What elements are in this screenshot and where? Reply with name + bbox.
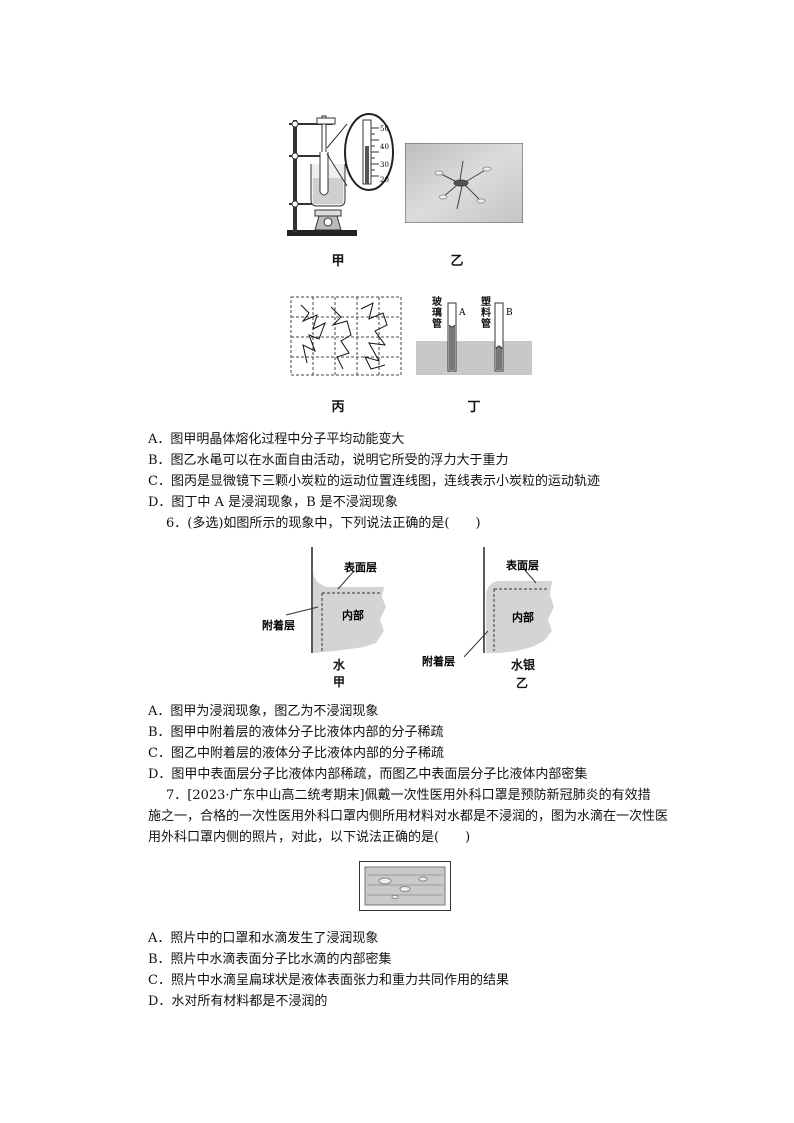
q5-option-c: C．图丙是显微镜下三颗小炭粒的运动位置连线图，连线表示小炭粒的运动轨迹 (148, 474, 600, 489)
q6-right-surface-label: 表面层 (505, 558, 539, 572)
q6-stem: 6．(多选)如图所示的现象中，下列说法正确的是( ) (166, 516, 481, 531)
q6-right-inner-label: 内部 (512, 610, 534, 624)
q5-option-a: A．图甲明晶体熔化过程中分子平均动能变大 (148, 432, 405, 447)
q6-left-surface-label: 表面层 (343, 560, 377, 574)
q7-stem-line1: 7．[2023·广东中山高二统考期末]佩戴一次性医用外科口罩是预防新冠肺炎的有效… (166, 788, 651, 803)
caption-ding: 丁 (467, 400, 481, 415)
q6-figure-water: 表面层 内部 附着层 (262, 547, 386, 653)
q6-option-c: C．图乙中附着层的液体分子比液体内部的分子稀疏 (148, 746, 444, 761)
q5-option-d: D．图丁中 A 是浸润现象，B 是不浸润现象 (148, 495, 398, 510)
q7-option-a: A．照片中的口罩和水滴发生了浸润现象 (148, 931, 379, 946)
q7-stem-line3: 用外科口罩内侧的照片，对此，以下说法正确的是( ) (148, 830, 471, 845)
tube-b-label: 塑料管 (481, 297, 491, 330)
q6-right-adhesion-label: 附着层 (422, 654, 455, 668)
q6-left-adhesion-label: 附着层 (262, 618, 295, 632)
thermo-tick-20: 20 (380, 176, 389, 184)
thermo-tick-50: 50 (380, 125, 389, 133)
caption-jia: 甲 (331, 254, 345, 269)
thermo-tick-30: 30 (380, 161, 389, 169)
q7-stem-line2: 施之一，合格的一次性医用外科口罩内侧所用材料对水都是不浸润的，图为水滴在一次性医 (148, 809, 669, 824)
q6-right-liquid: 水银 (511, 658, 536, 672)
q6-left-liquid: 水 (333, 658, 346, 672)
figure-ding-tubes: A B (416, 302, 532, 375)
tube-a-letter: A (458, 308, 466, 318)
q7-option-d: D．水对所有材料都是不浸润的 (148, 994, 328, 1009)
q6-left-inner-label: 内部 (342, 608, 364, 622)
q6-left-caption: 甲 (333, 675, 346, 689)
figure-jia-apparatus: 50 40 30 20 (287, 113, 394, 236)
caption-yi: 乙 (450, 254, 464, 269)
q7-option-b: B．照片中水滴表面分子比水滴的内部密集 (148, 952, 392, 967)
q5-option-b: B．图乙水黾可以在水面自由活动，说明它所受的浮力大于重力 (148, 453, 509, 468)
tube-b-letter: B (506, 308, 513, 318)
q7-mask-photo (359, 861, 451, 911)
thermo-tick-40: 40 (380, 143, 389, 151)
q6-option-d: D．图甲中表面层分子比液体内部稀疏，而图乙中表面层分子比液体内部密集 (148, 767, 588, 782)
tube-a-label: 玻璃管 (432, 297, 442, 330)
q6-right-caption: 乙 (516, 676, 529, 690)
q6-figure-mercury: 表面层 内部 附着层 (422, 547, 554, 668)
figure-bing-brownian (290, 296, 402, 376)
figure-yi-photo (405, 143, 523, 223)
q6-option-a: A．图甲为浸润现象，图乙为不浸润现象 (148, 704, 379, 719)
caption-bing: 丙 (331, 400, 345, 415)
q6-option-b: B．图甲中附着层的液体分子比液体内部的分子稀疏 (148, 725, 444, 740)
q7-option-c: C．照片中水滴呈扁球状是液体表面张力和重力共同作用的结果 (148, 973, 509, 988)
